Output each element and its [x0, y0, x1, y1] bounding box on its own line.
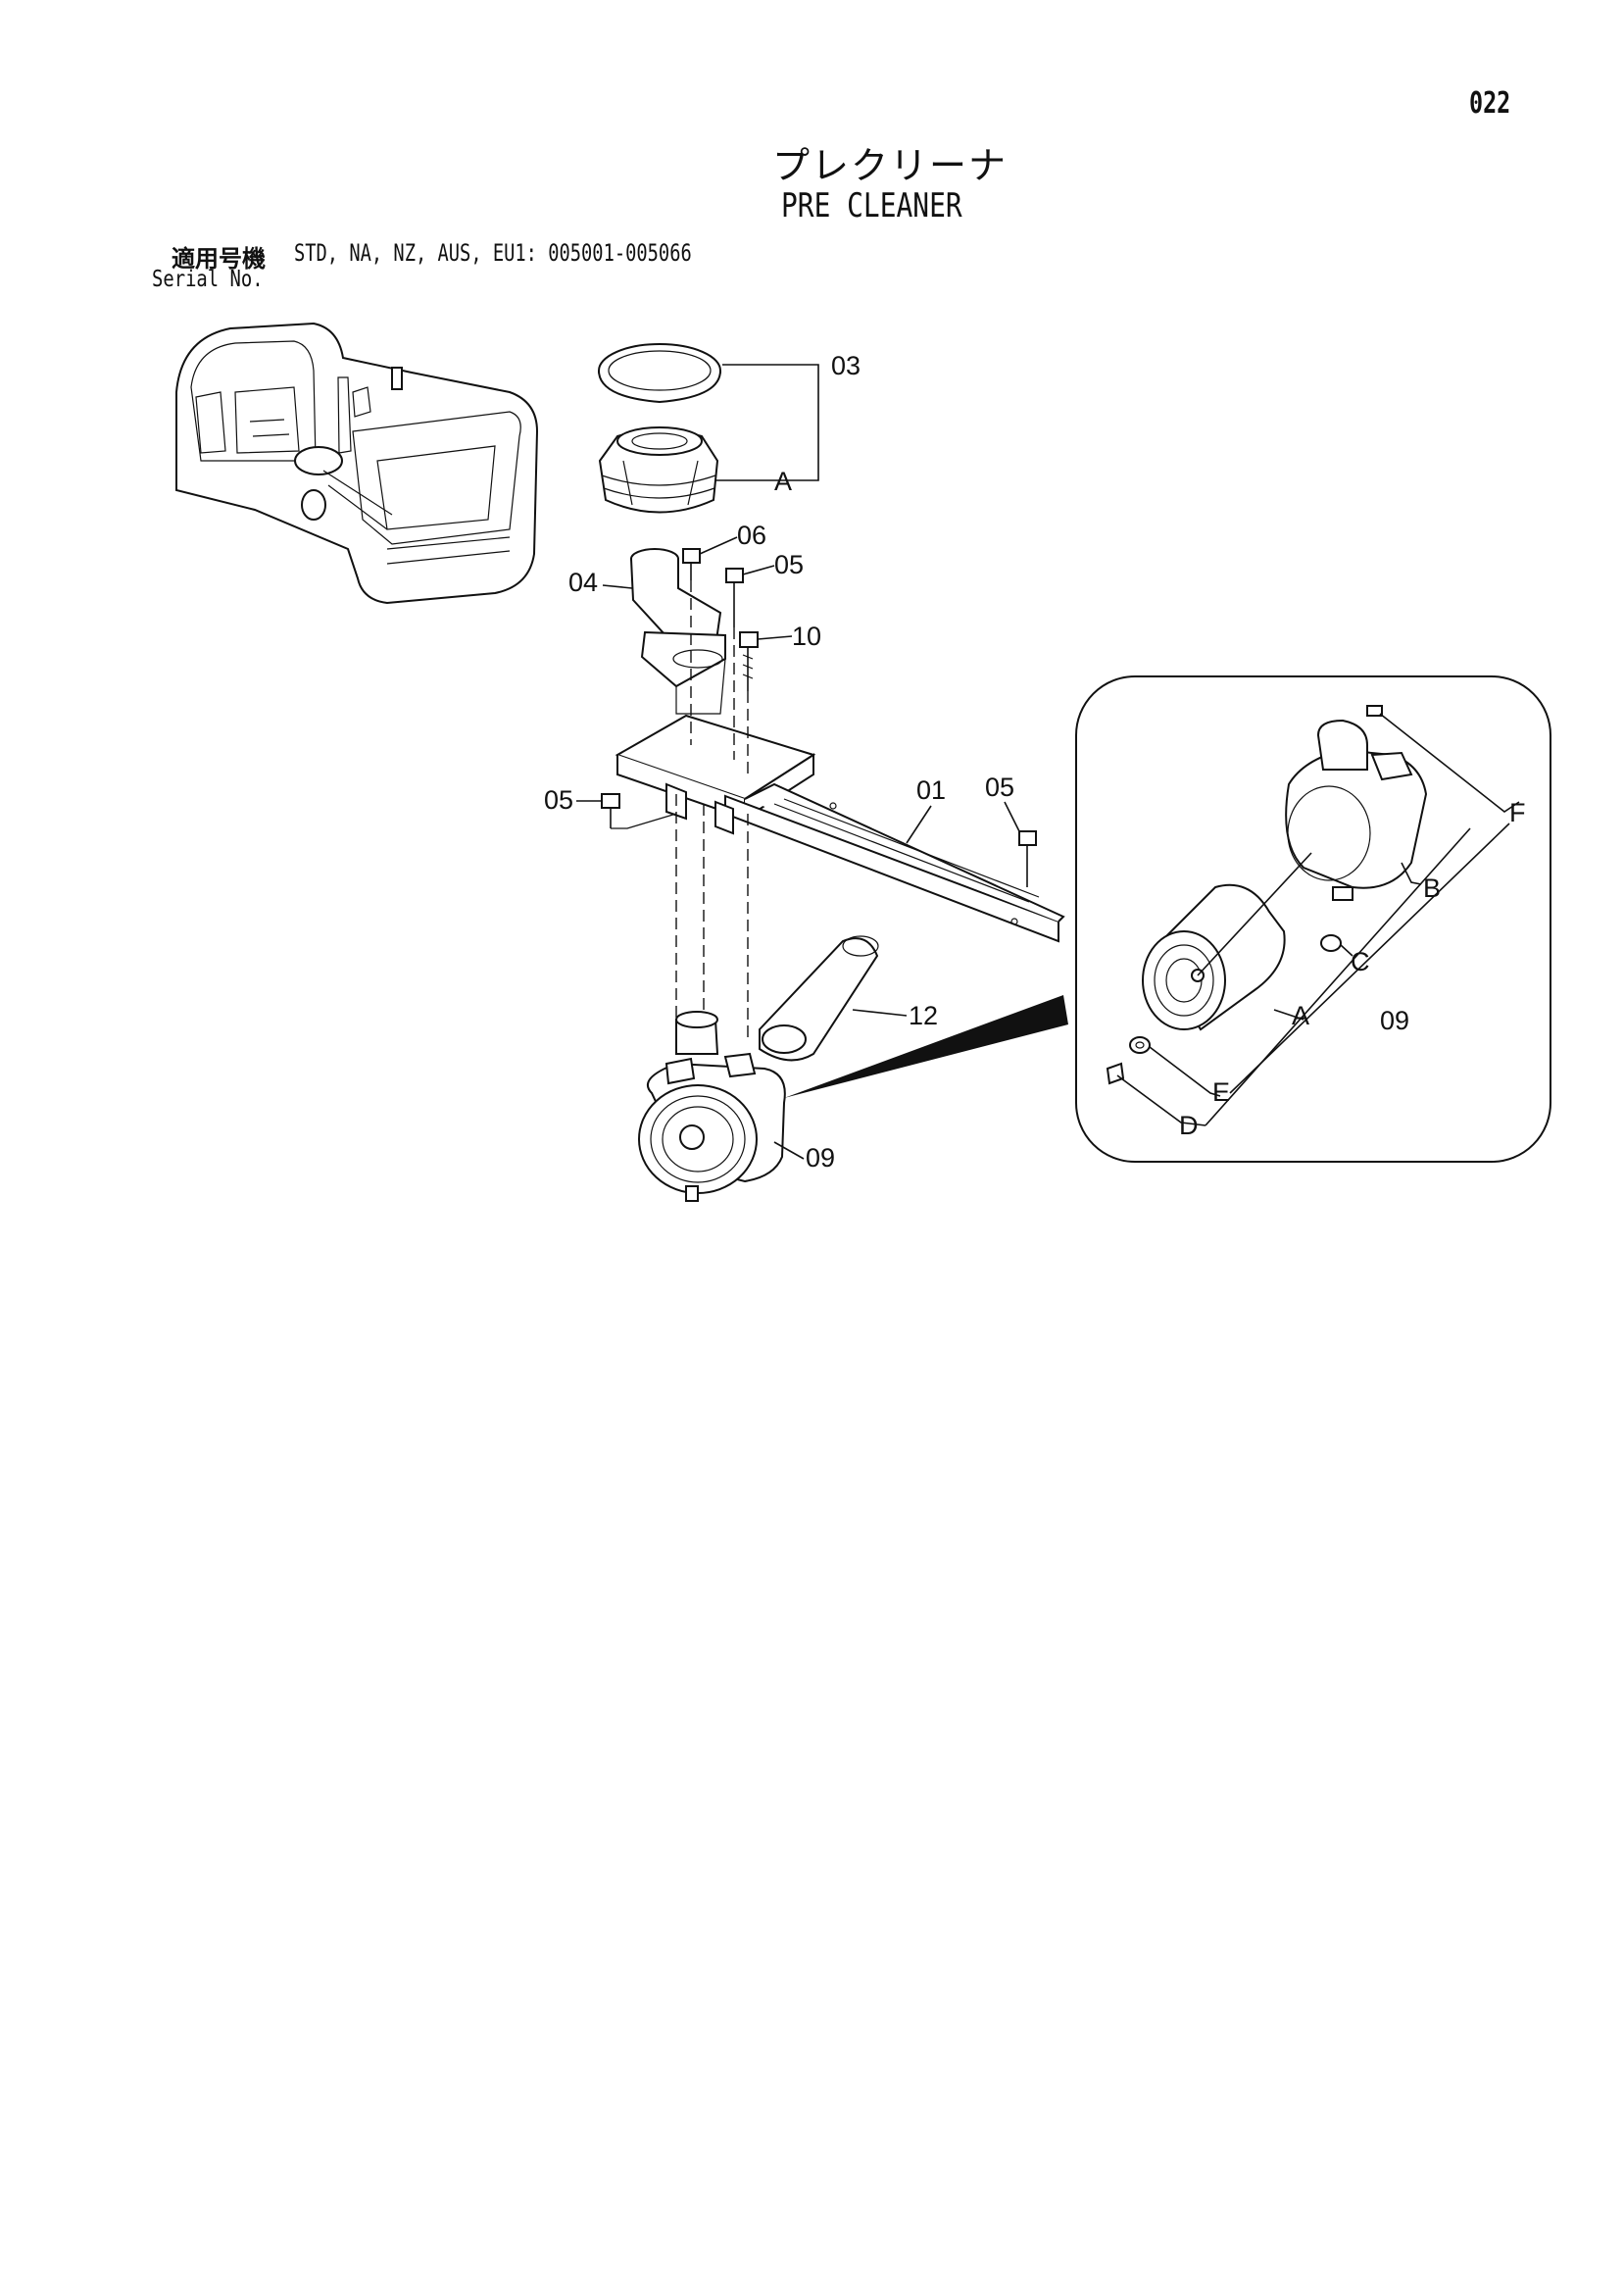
part-01-bracket — [615, 714, 1065, 943]
callout-04: 04 — [568, 568, 598, 597]
part-12-hose — [759, 935, 879, 1062]
detail-callout-09: 09 — [1380, 1006, 1409, 1035]
detail-part-d-nut-icon — [1106, 1062, 1125, 1085]
part-09-air-cleaner — [638, 1011, 786, 1202]
detail-callout-B: B — [1423, 873, 1441, 903]
detail-callout-A: A — [1292, 1001, 1309, 1030]
callout-05-left: 05 — [544, 785, 573, 815]
callout-05-top: 05 — [774, 550, 804, 579]
detail-view-frame — [1075, 675, 1551, 1163]
detail-filter-element — [1142, 852, 1312, 1031]
detail-callout-D: D — [1179, 1111, 1199, 1140]
serial-range: STD, NA, NZ, AUS, EU1: 005001-005066 — [294, 239, 692, 267]
bolt-10-icon — [739, 631, 759, 691]
detail-callout-C: C — [1351, 947, 1370, 976]
title-japanese: プレクリーナ — [772, 144, 1009, 187]
part-A-bowl — [598, 426, 719, 514]
page-number: 022 — [1469, 86, 1511, 121]
callout-05-right: 05 — [985, 773, 1014, 802]
detail-part-e-washer-icon — [1129, 1036, 1151, 1054]
bolt-05-right-icon — [1018, 830, 1037, 887]
callout-06: 06 — [737, 521, 766, 550]
detail-filter-housing — [1285, 705, 1428, 901]
excavator-overview-icon — [175, 322, 539, 605]
bolt-05-top-icon — [725, 568, 744, 627]
title-english: PRE CLEANER — [781, 186, 962, 225]
callout-09: 09 — [806, 1143, 835, 1173]
bolt-06-icon — [682, 548, 701, 580]
detail-callout-F: F — [1509, 798, 1526, 827]
bolt-05-left-icon — [601, 793, 620, 828]
part-04-elbow — [630, 548, 726, 715]
serial-label-english: Serial No. — [152, 267, 264, 292]
callout-03: 03 — [831, 351, 861, 380]
callout-12: 12 — [909, 1001, 938, 1030]
callout-01: 01 — [916, 775, 946, 805]
serial-label-japanese: 適用号機 — [172, 245, 266, 273]
part-03-cap — [598, 343, 721, 404]
callout-A: A — [774, 467, 792, 496]
detail-callout-E: E — [1212, 1077, 1230, 1107]
callout-10: 10 — [792, 622, 821, 651]
detail-part-c-icon — [1320, 934, 1342, 952]
detail-pointer — [784, 995, 1068, 1098]
